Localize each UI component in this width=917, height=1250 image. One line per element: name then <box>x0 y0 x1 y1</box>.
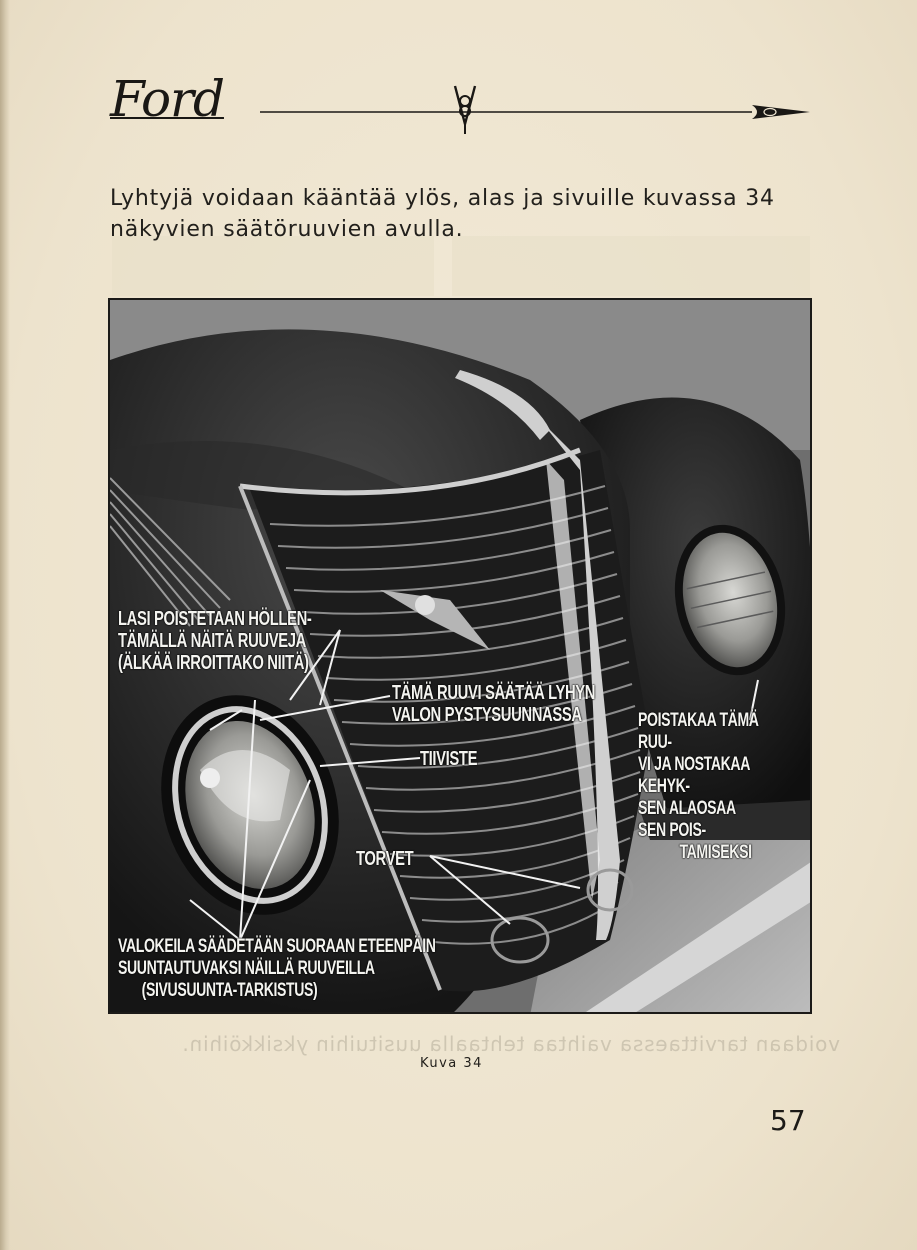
label-remove-screw-line-4: TAMISEKSI <box>679 842 752 863</box>
body-paragraph: Lyhtyjä voidaan kääntää ylös, alas ja si… <box>110 183 822 245</box>
label-remove-screw-line-3: SEN ALAOSAA SEN POIS- <box>638 798 736 841</box>
page-header: Ford <box>110 70 810 150</box>
bleed-through-text: voidaan tarvittaessa vaihtaa tehtaalla u… <box>181 1032 840 1056</box>
label-glass-removal: LASI POISTETAAN HÖLLEN- TÄMÄLLÄ NÄITÄ RU… <box>118 608 312 674</box>
paragraph-line-1: Lyhtyjä voidaan kääntää ylös, alas ja si… <box>110 186 775 211</box>
label-glass-removal-line-1: LASI POISTETAAN HÖLLEN- <box>118 608 312 630</box>
label-horns: TORVET <box>356 848 414 870</box>
bleed-through-box-left <box>112 236 434 296</box>
label-remove-screw-line-1: POISTAKAA TÄMÄ RUU- <box>638 710 759 753</box>
ford-logo: Ford <box>110 70 225 128</box>
label-glass-removal-line-3: (ÄLKÄÄ IRROITTAKO NIITÄ) <box>118 652 309 674</box>
car-front-photo <box>110 300 810 1012</box>
v8-emblem-icon <box>453 85 477 134</box>
label-beam-adjust-line-3: (SIVUSUUNTA-TARKISTUS) <box>141 980 318 1001</box>
figure-caption: Kuva 34 <box>420 1056 483 1071</box>
label-beam-adjust-line-2: SUUNTAUTUVAKSI NÄILLÄ RUUVEILLA <box>118 958 375 979</box>
pointer-lines <box>189 629 759 941</box>
page-number: 57 <box>770 1104 806 1137</box>
label-short-beam-line-2: VALON PYSTYSUUNNASSA <box>392 704 582 726</box>
label-beam-adjust-line-1: VALOKEILA SÄÄDETÄÄN SUORAAN ETEENPÄIN <box>118 936 436 957</box>
label-remove-screw: POISTAKAA TÄMÄ RUU- VI JA NOSTAKAA KEHYK… <box>638 710 765 864</box>
bleed-through-box-right <box>452 236 810 296</box>
headlight-figure: LASI POISTETAAN HÖLLEN- TÄMÄLLÄ NÄITÄ RU… <box>108 298 812 1014</box>
label-short-beam-line-1: TÄMÄ RUUVI SÄÄTÄÄ LYHYN <box>392 682 596 704</box>
page-spine-shadow <box>0 0 10 1250</box>
label-short-beam: TÄMÄ RUUVI SÄÄTÄÄ LYHYN VALON PYSTYSUUNN… <box>392 682 595 726</box>
side-vents <box>110 477 231 627</box>
paragraph-line-2: näkyvien säätöruuvien avulla. <box>110 217 464 242</box>
label-beam-adjust: VALOKEILA SÄÄDETÄÄN SUORAAN ETEENPÄIN SU… <box>118 936 436 1002</box>
header-rule <box>260 105 810 119</box>
label-glass-removal-line-2: TÄMÄLLÄ NÄITÄ RUUVEJA <box>118 630 306 652</box>
label-gasket: TIIVISTE <box>420 748 478 770</box>
label-remove-screw-line-2: VI JA NOSTAKAA KEHYK- <box>638 754 750 797</box>
